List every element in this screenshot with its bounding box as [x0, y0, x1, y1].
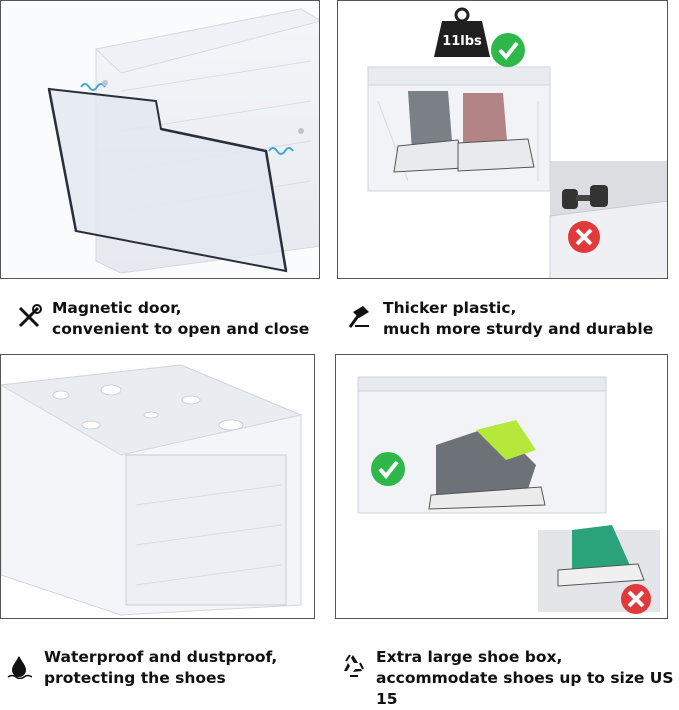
water-drop-icon [6, 653, 32, 679]
caption-line: Magnetic door, [52, 299, 182, 317]
cross-mark-icon [568, 221, 600, 253]
feature-thicker-plastic: Thicker plastic, much more sturdy and du… [347, 298, 653, 340]
waterproof-image [0, 354, 315, 619]
magnetic-door-image [0, 0, 320, 279]
cross-mark-icon [621, 584, 651, 614]
shoe-graphic [393, 91, 535, 173]
weight-icon: 11lbs [434, 7, 490, 57]
check-mark-icon [371, 452, 405, 486]
hammer-icon [347, 304, 373, 330]
caption-line: accommodate shoes up to size US 15 [376, 669, 674, 708]
caption-line: Thicker plastic, [383, 299, 517, 317]
thicker-plastic-image: 11lbs [337, 0, 668, 279]
tools-icon [16, 304, 42, 330]
feature-magnetic-door: Magnetic door, convenient to open and cl… [16, 298, 309, 340]
caption-line: Waterproof and dustproof, [44, 648, 278, 666]
check-mark-icon [491, 33, 525, 67]
high-top-shoe-graphic [557, 525, 645, 587]
feature-extra-large: Extra large shoe box, accommodate shoes … [340, 647, 679, 710]
caption-line: Extra large shoe box, [376, 648, 563, 666]
recycle-icon [340, 653, 366, 679]
sneaker-graphic [428, 420, 546, 510]
feature-waterproof: Waterproof and dustproof, protecting the… [6, 647, 277, 689]
caption-line: protecting the shoes [44, 669, 226, 687]
svg-text:11lbs: 11lbs [442, 34, 482, 49]
caption-line: much more sturdy and durable [383, 320, 654, 338]
caption-line: convenient to open and close [52, 320, 310, 338]
dumbbell-icon [562, 185, 608, 209]
extra-large-image [335, 354, 668, 619]
